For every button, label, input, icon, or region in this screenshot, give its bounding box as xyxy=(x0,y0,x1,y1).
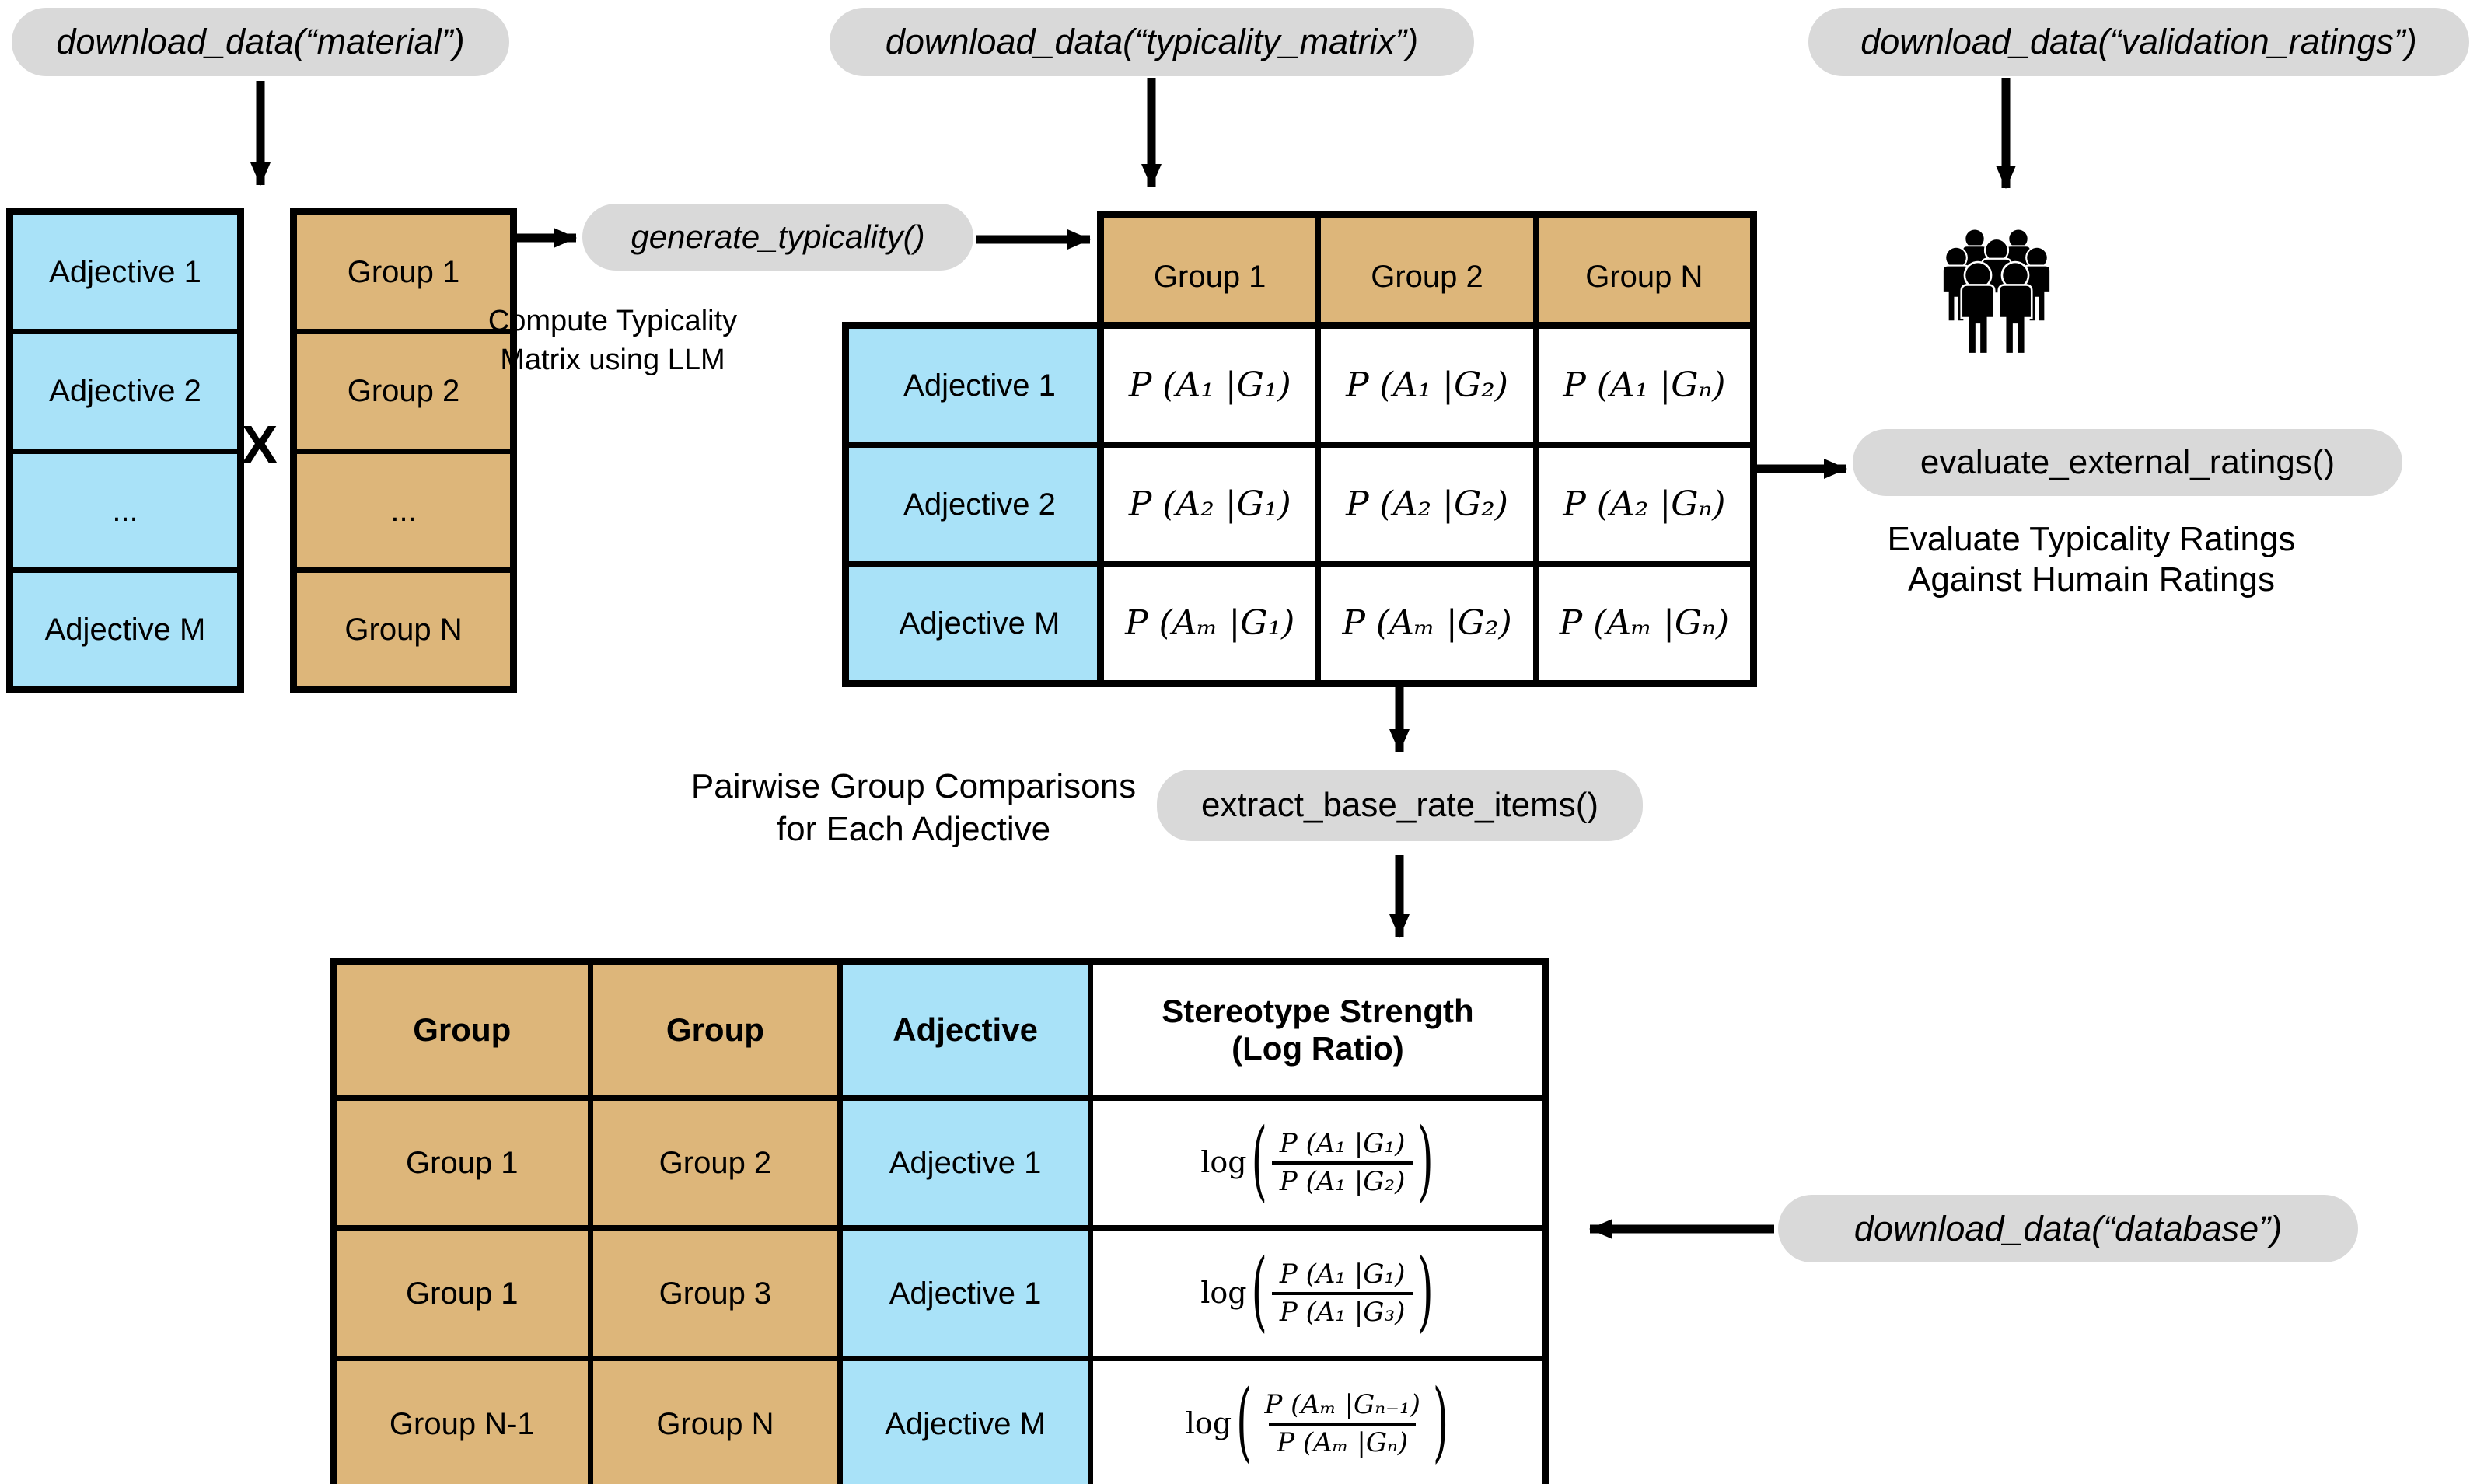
base-rate-cell: Group 3 xyxy=(592,1231,838,1357)
note-evaluate-line1: Evaluate Typicality Ratings xyxy=(1887,520,2296,558)
group-list-cell: Group 2 xyxy=(297,334,510,449)
base-rate-log-cell: log ( P (A₁ |G₁) P (A₁ |G₂) ) xyxy=(1092,1100,1542,1226)
group-list-cell: Group N xyxy=(297,572,510,686)
close-paren: ) xyxy=(1432,1372,1449,1473)
note-pairwise-line1: Pairwise Group Comparisons xyxy=(690,767,1137,805)
open-paren: ( xyxy=(1236,1372,1252,1473)
adjective-list-cell: Adjective 1 xyxy=(13,215,237,330)
group-list-table: Group 1 Group 2 ... Group N xyxy=(290,208,517,693)
base-rate-header-strength-line1: Stereotype Strength xyxy=(1162,993,1474,1029)
cross-product-symbol: X xyxy=(241,414,278,475)
base-rate-cell: Group N-1 xyxy=(337,1361,588,1484)
matrix-cell: P (A₁ |G₂) xyxy=(1321,329,1533,442)
log-ratio-expression: log ( P (Aₘ |Gₙ₋₁) P (Aₘ |Gₙ) ) xyxy=(1185,1373,1450,1472)
pill-generate-typicality: generate_typicality() xyxy=(582,204,973,271)
matrix-cell: P (A₁ |Gₙ) xyxy=(1538,329,1750,442)
log-ratio-expression: log ( P (A₁ |G₁) P (A₁ |G₃) ) xyxy=(1200,1242,1434,1342)
fraction-numerator: P (A₁ |G₁) xyxy=(1279,1127,1406,1159)
base-rate-header-group1: Group xyxy=(337,965,588,1095)
log-word: log xyxy=(1200,1145,1247,1180)
close-paren: ) xyxy=(1417,1241,1434,1343)
matrix-cell: P (A₂ |Gₙ) xyxy=(1538,448,1750,561)
matrix-cell: P (A₂ |G₁) xyxy=(1104,448,1316,561)
pill-evaluate-external-ratings: evaluate_external_ratings() xyxy=(1853,429,2402,496)
fraction: P (Aₘ |Gₙ₋₁) P (Aₘ |Gₙ) xyxy=(1256,1388,1427,1461)
adjective-list-cell: Adjective M xyxy=(13,572,237,686)
base-rate-cell: Group 2 xyxy=(592,1100,838,1226)
base-rate-cell: Group 1 xyxy=(337,1231,588,1357)
adjective-list-table: Adjective 1 Adjective 2 ... Adjective M xyxy=(6,208,244,693)
fraction: P (A₁ |G₁) P (A₁ |G₂) xyxy=(1271,1126,1413,1199)
base-rate-log-cell: log ( P (A₁ |G₁) P (A₁ |G₃) ) xyxy=(1092,1231,1542,1357)
fraction-denominator: P (A₁ |G₃) xyxy=(1271,1291,1413,1330)
base-rate-header-strength: Stereotype Strength (Log Ratio) xyxy=(1092,965,1542,1095)
matrix-header-row: Group 1 Group 2 Group N xyxy=(1097,211,1757,342)
note-evaluate-ratings: Evaluate Typicality Ratings Against Huma… xyxy=(1823,519,2360,600)
adjective-list-cell: Adjective 2 xyxy=(13,334,237,449)
base-rate-header-adjective: Adjective xyxy=(843,965,1088,1095)
pill-download-database: download_data(“database”) xyxy=(1778,1195,2358,1262)
fraction-numerator: P (Aₘ |Gₙ₋₁) xyxy=(1264,1388,1420,1420)
log-ratio-expression: log ( P (A₁ |G₁) P (A₁ |G₂) ) xyxy=(1200,1112,1434,1211)
matrix-cell: P (A₂ |G₂) xyxy=(1321,448,1533,561)
pill-download-validation-ratings: download_data(“validation_ratings”) xyxy=(1808,8,2469,76)
matrix-col-header: Group N xyxy=(1538,218,1750,335)
matrix-cell: P (Aₘ |G₂) xyxy=(1321,567,1533,680)
close-paren: ) xyxy=(1417,1111,1434,1212)
base-rate-log-cell: log ( P (Aₘ |Gₙ₋₁) P (Aₘ |Gₙ) ) xyxy=(1092,1361,1542,1484)
group-list-cell: Group 1 xyxy=(297,215,510,330)
base-rate-header-group2: Group xyxy=(592,965,838,1095)
fraction: P (A₁ |G₁) P (A₁ |G₃) xyxy=(1271,1257,1413,1330)
matrix-row-header: Adjective 1 xyxy=(849,329,1110,442)
adjective-list-cell: ... xyxy=(13,453,237,567)
matrix-row-headers: Adjective 1 Adjective 2 Adjective M xyxy=(842,322,1117,687)
matrix-cells: P (A₁ |G₁) P (A₁ |G₂) P (A₁ |Gₙ) P (A₂ |… xyxy=(1097,322,1757,687)
base-rate-cell: Group 1 xyxy=(337,1100,588,1226)
people-crowd-icon xyxy=(1939,228,2054,376)
note-evaluate-line2: Against Humain Ratings xyxy=(1907,560,2275,599)
fraction-denominator: P (A₁ |G₂) xyxy=(1271,1161,1413,1199)
fraction-numerator: P (A₁ |G₁) xyxy=(1279,1258,1406,1290)
base-rate-cell: Adjective 1 xyxy=(843,1100,1088,1226)
log-word: log xyxy=(1200,1275,1247,1310)
matrix-cell: P (Aₘ |G₁) xyxy=(1104,567,1316,680)
note-pairwise-comparisons: Pairwise Group Comparisons for Each Adje… xyxy=(645,766,1182,850)
open-paren: ( xyxy=(1251,1111,1267,1212)
matrix-cell: P (Aₘ |Gₙ) xyxy=(1538,567,1750,680)
matrix-row-header: Adjective M xyxy=(849,567,1110,680)
matrix-row-header: Adjective 2 xyxy=(849,448,1110,561)
pill-download-material: download_data(“material”) xyxy=(12,8,509,76)
matrix-cell: P (A₁ |G₁) xyxy=(1104,329,1316,442)
open-paren: ( xyxy=(1251,1241,1267,1343)
matrix-col-header: Group 2 xyxy=(1321,218,1533,335)
group-list-cell: ... xyxy=(297,453,510,567)
matrix-col-header: Group 1 xyxy=(1104,218,1316,335)
fraction-denominator: P (Aₘ |Gₙ) xyxy=(1269,1422,1417,1461)
base-rate-cell: Adjective M xyxy=(843,1361,1088,1484)
base-rate-cell: Adjective 1 xyxy=(843,1231,1088,1357)
note-compute-typicality: Compute Typicality Matrix using LLM xyxy=(457,302,768,379)
base-rate-table: Group Group Adjective Stereotype Strengt… xyxy=(330,958,1549,1484)
log-word: log xyxy=(1185,1405,1232,1440)
note-pairwise-line2: for Each Adjective xyxy=(776,809,1051,848)
note-compute-line2: Matrix using LLM xyxy=(500,344,725,377)
base-rate-cell: Group N xyxy=(592,1361,838,1484)
base-rate-header-strength-line2: (Log Ratio) xyxy=(1232,1030,1404,1067)
note-compute-line1: Compute Typicality xyxy=(487,305,738,337)
pill-extract-base-rate-items: extract_base_rate_items() xyxy=(1157,770,1643,841)
pill-download-typicality-matrix: download_data(“typicality_matrix”) xyxy=(830,8,1474,76)
